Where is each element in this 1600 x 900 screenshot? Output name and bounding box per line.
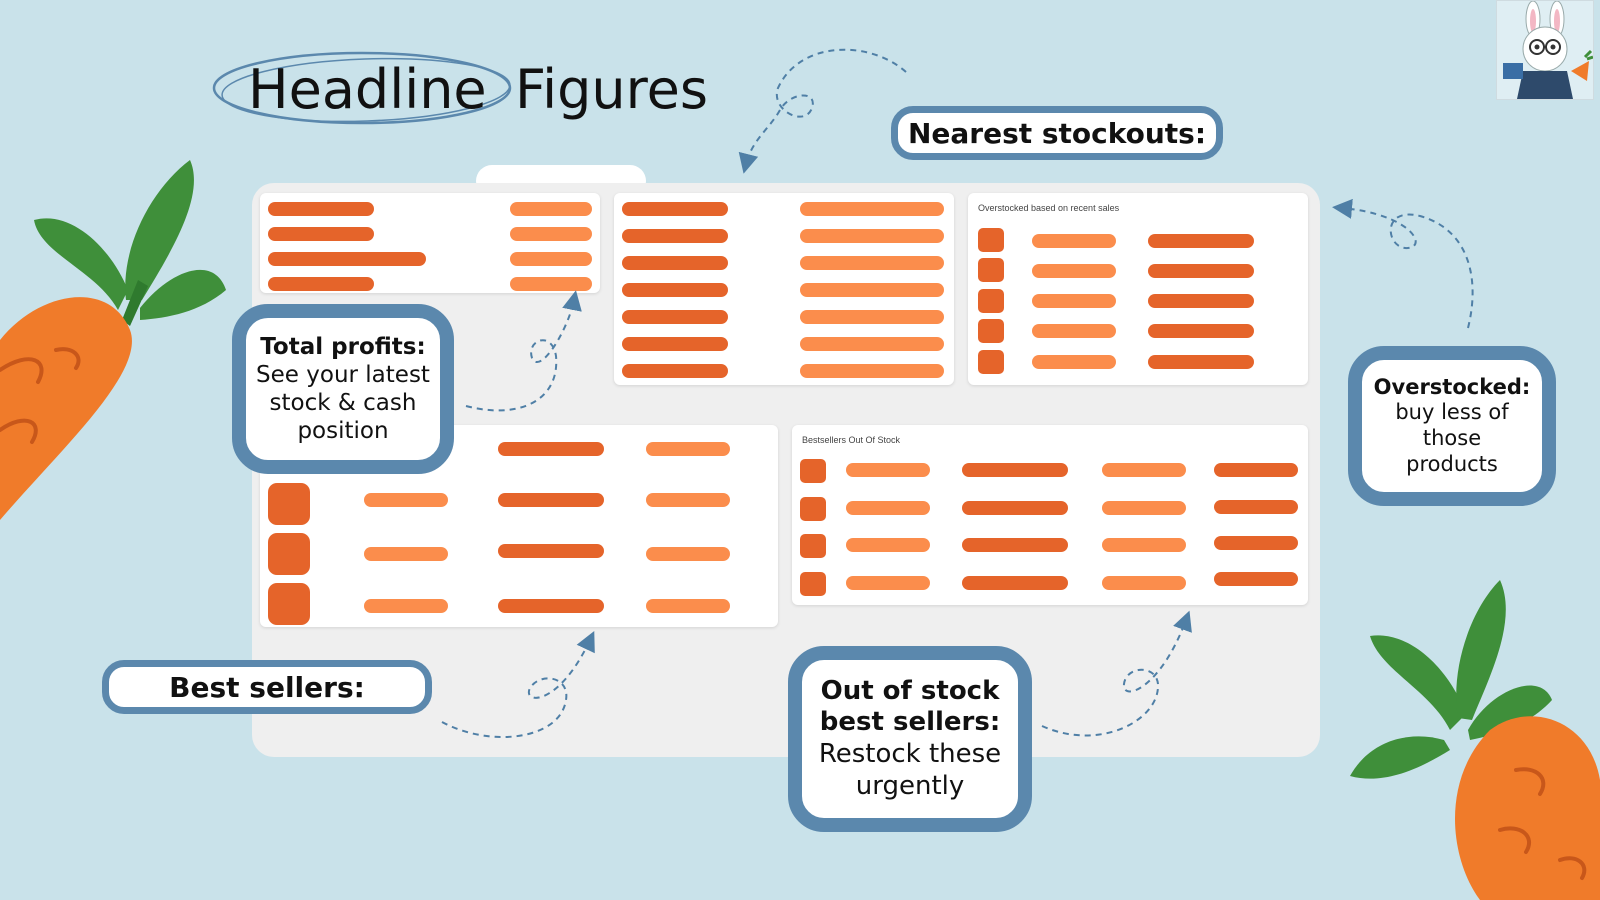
best-sellers-callout: Best sellers:	[102, 660, 432, 714]
profits-card	[260, 193, 600, 293]
headline-word-2: Figures	[515, 58, 709, 121]
bunny-avatar-icon	[1496, 0, 1594, 100]
out-of-stock-card: Bestsellers Out Of Stock	[792, 425, 1308, 605]
overstocked-title: Overstocked:	[1373, 374, 1531, 399]
dashed-arrow-icon	[738, 48, 907, 174]
out-of-stock-card-title: Bestsellers Out Of Stock	[802, 435, 901, 445]
overstocked-card-title: Overstocked based on recent sales	[978, 203, 1120, 213]
total-profits-body: See your latest stock & cash position	[256, 361, 430, 445]
dashboard-mockup: Overstocked based on recent sales	[252, 183, 1320, 757]
overstocked-callout: Overstocked: buy less of those products	[1348, 346, 1556, 506]
out-of-stock-callout: Out of stock best sellers: Restock these…	[788, 646, 1032, 832]
headline-word-1: Headline	[248, 58, 487, 121]
best-sellers-card	[260, 425, 778, 627]
headline-circle-scribble	[212, 51, 512, 125]
carrot-icon	[1350, 580, 1600, 900]
dashed-arrow-icon	[1332, 198, 1474, 329]
overstocked-body: buy less of those products	[1395, 400, 1509, 476]
total-profits-title: Total profits:	[260, 333, 426, 360]
out-of-stock-title: Out of stock best sellers:	[819, 675, 1001, 738]
best-sellers-label: Best sellers:	[169, 670, 365, 704]
out-of-stock-body: Restock these urgently	[818, 739, 1002, 801]
nearest-stockouts-callout: Nearest stockouts:	[891, 106, 1223, 160]
nearest-stockouts-card	[614, 193, 954, 385]
nearest-stockouts-label: Nearest stockouts:	[907, 116, 1207, 150]
total-profits-callout: Total profits: See your latest stock & c…	[232, 304, 454, 474]
carrot-icon	[0, 160, 226, 520]
overstocked-card: Overstocked based on recent sales	[968, 193, 1308, 385]
